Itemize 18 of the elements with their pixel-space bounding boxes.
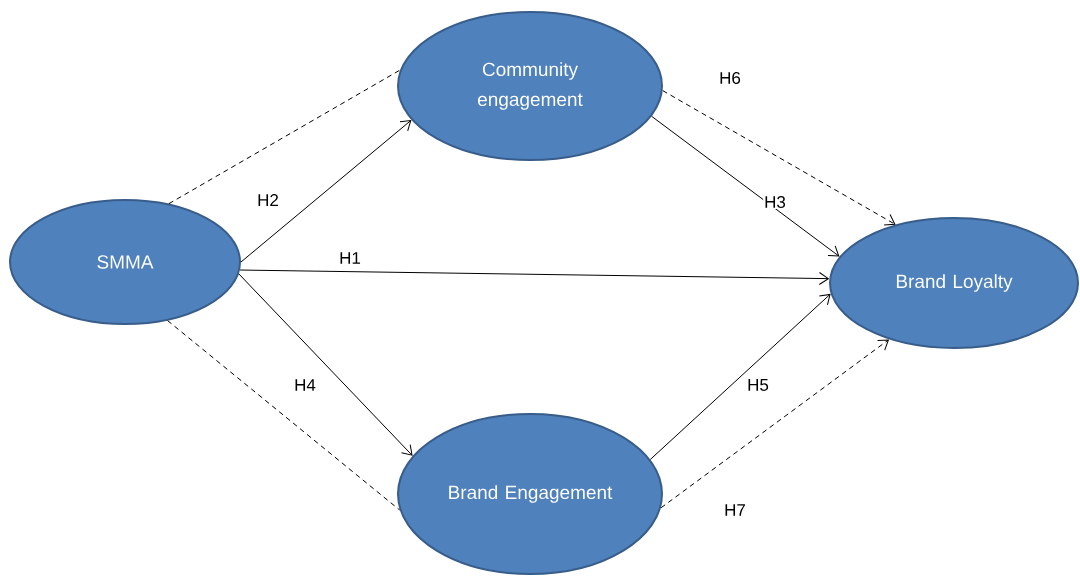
edge-label: H1 (338, 251, 362, 265)
arrow (238, 273, 413, 456)
ellipse-node: SMMA (9, 199, 241, 325)
edge-label: H3 (763, 194, 787, 209)
arrow (651, 115, 840, 257)
ellipse-node: Brand Loyalty (829, 217, 1079, 349)
edge-label: H4 (293, 378, 317, 392)
arrow (239, 269, 829, 285)
arrow (240, 120, 412, 263)
edge-label: H6 (718, 70, 742, 85)
ellipse-node: Brand Engagement (397, 413, 663, 575)
arrow (649, 293, 831, 460)
arrow (662, 90, 896, 226)
edge-label: H2 (256, 193, 280, 207)
edge-label: H7 (723, 503, 747, 517)
ellipse-node: Community engagement (397, 11, 663, 161)
arrow (660, 339, 889, 509)
edge-label: H5 (746, 378, 770, 392)
